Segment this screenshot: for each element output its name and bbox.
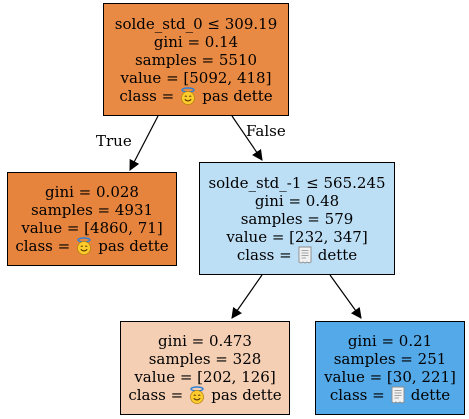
smiling-face-with-halo-icon bbox=[188, 386, 206, 404]
tree-node-right-right: gini = 0.21 samples = 251 value = [30, 2… bbox=[315, 321, 465, 415]
class-prefix: class = bbox=[119, 86, 175, 105]
samples-count: samples = 5510 bbox=[134, 50, 258, 69]
smiling-face-with-halo-icon bbox=[179, 86, 197, 105]
edge-right-to-right-right bbox=[329, 274, 362, 319]
class-name: pas dette bbox=[98, 237, 169, 255]
class-prefix: class = bbox=[236, 245, 292, 264]
edge-label-false: False bbox=[246, 122, 286, 140]
edge-right-to-right-left bbox=[231, 274, 263, 319]
class-values: value = [232, 347] bbox=[226, 227, 368, 246]
gini-value: gini = 0.473 bbox=[158, 332, 252, 350]
class-values: value = [202, 126] bbox=[134, 368, 276, 386]
class-prefix: class = bbox=[15, 237, 71, 255]
class-prefix: class = bbox=[128, 386, 184, 404]
edge-label-true: True bbox=[96, 132, 132, 150]
class-values: value = [5092, 418] bbox=[120, 68, 272, 87]
receipt-icon bbox=[297, 246, 313, 264]
tree-node-right-left: gini = 0.473 samples = 328 value = [202,… bbox=[120, 321, 290, 415]
tree-node-left: gini = 0.028 samples = 4931 value = [486… bbox=[7, 172, 177, 266]
edge-root-to-right bbox=[231, 115, 263, 161]
class-label: class = dette bbox=[330, 386, 450, 404]
class-label: class = pas dette bbox=[119, 87, 272, 105]
edge-root-to-left bbox=[129, 115, 159, 171]
class-name: pas dette bbox=[202, 86, 273, 105]
class-label: class = pas dette bbox=[15, 237, 168, 255]
gini-value: gini = 0.48 bbox=[254, 191, 340, 210]
samples-count: samples = 251 bbox=[333, 350, 447, 368]
gini-value: gini = 0.14 bbox=[153, 32, 239, 51]
class-name: dette bbox=[410, 386, 451, 404]
split-condition: solde_std_-1 ≤ 565.245 bbox=[208, 173, 386, 192]
class-name: pas dette bbox=[211, 386, 282, 404]
smiling-face-with-halo-icon bbox=[75, 237, 93, 255]
samples-count: samples = 4931 bbox=[30, 201, 154, 219]
split-condition: solde_std_0 ≤ 309.19 bbox=[114, 14, 278, 33]
samples-count: samples = 579 bbox=[240, 209, 354, 228]
class-values: value = [30, 221] bbox=[324, 368, 456, 386]
class-label: class = dette bbox=[237, 246, 357, 264]
gini-value: gini = 0.028 bbox=[45, 183, 139, 201]
class-values: value = [4860, 71] bbox=[21, 219, 163, 237]
class-name: dette bbox=[317, 245, 358, 264]
class-label: class = pas dette bbox=[128, 386, 281, 404]
samples-count: samples = 328 bbox=[148, 350, 262, 368]
tree-node-right: solde_std_-1 ≤ 565.245 gini = 0.48 sampl… bbox=[199, 162, 395, 275]
tree-node-root: solde_std_0 ≤ 309.19 gini = 0.14 samples… bbox=[103, 3, 289, 116]
gini-value: gini = 0.21 bbox=[347, 332, 433, 350]
class-prefix: class = bbox=[329, 386, 385, 404]
receipt-icon bbox=[390, 386, 406, 404]
